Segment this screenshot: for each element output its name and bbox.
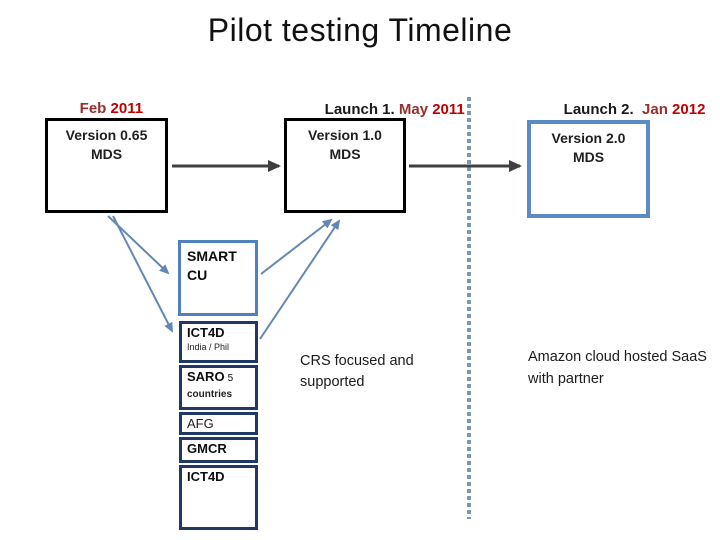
pilot-row-title: ICT4D [187, 325, 225, 340]
pilot-row-title: ICT4D [187, 469, 225, 484]
timeline-label-prefix: Launch 1. [324, 101, 399, 118]
slide-title: Pilot testing Timeline [207, 12, 513, 48]
pilot-stack-row-ict4d-india-phil: ICT4D India / Phil [179, 321, 258, 363]
timeline-label-feb-2011: Feb 2011 [63, 83, 143, 134]
timeline-label-launch1: Launch 1. May 2011 [308, 84, 465, 135]
version-065-sublabel: MDS [90, 146, 123, 162]
smart-cu-line2: CU [187, 267, 208, 283]
note-crs-focused: CRS focused and supported [300, 353, 414, 390]
version-065-label: Version 0.65 [65, 127, 148, 143]
timeline-label-month: May [398, 101, 433, 118]
timeline-label-year: 2012 [672, 101, 706, 118]
connector-smartcu-to-v10 [260, 218, 333, 275]
version-10-label: Version 1.0 [308, 127, 382, 143]
timeline-label-month: Feb [79, 100, 111, 117]
pilot-row-subtitle: India / Phil [187, 342, 230, 352]
connector-ict4d-to-v10 [259, 219, 341, 340]
version-20-label: Version 2.0 [551, 130, 626, 146]
saro-label: SARO [187, 369, 225, 384]
pilot-row-title: AFG [187, 416, 214, 431]
pilot-row-title: GMCR [187, 441, 227, 456]
version-20-sublabel: MDS [572, 149, 605, 165]
smart-cu-box: SMART CU [178, 240, 258, 316]
timeline-label-prefix: Launch 2. [563, 101, 643, 118]
connector-v065-to-ict4d [112, 215, 173, 333]
version-20-box: Version 2.0 MDS [527, 120, 650, 218]
timeline-label-year: 2011 [110, 100, 144, 117]
pilot-stack-row-afg: AFG [179, 412, 258, 435]
smart-cu-line1: SMART [187, 248, 237, 264]
timeline-label-year: 2011 [432, 101, 465, 118]
version-065-box: Version 0.65 MDS [45, 118, 168, 213]
note-amazon-cloud: Amazon cloud hosted SaaS with partner [528, 349, 707, 387]
timeline-label-launch2: Launch 2. Jan 2012 [547, 84, 706, 135]
pilot-stack-row-gmcr: GMCR [179, 437, 258, 463]
pilot-row-subtitle: countries [187, 389, 233, 400]
timeline-label-month: Jan [642, 101, 673, 118]
saro-count: 5 [227, 373, 234, 384]
pilot-stack-row-ict4d-2: ICT4D [179, 465, 258, 530]
version-10-sublabel: MDS [329, 146, 361, 162]
version-10-box: Version 1.0 MDS [284, 118, 406, 213]
connector-v065-to-smartcu [107, 215, 170, 275]
